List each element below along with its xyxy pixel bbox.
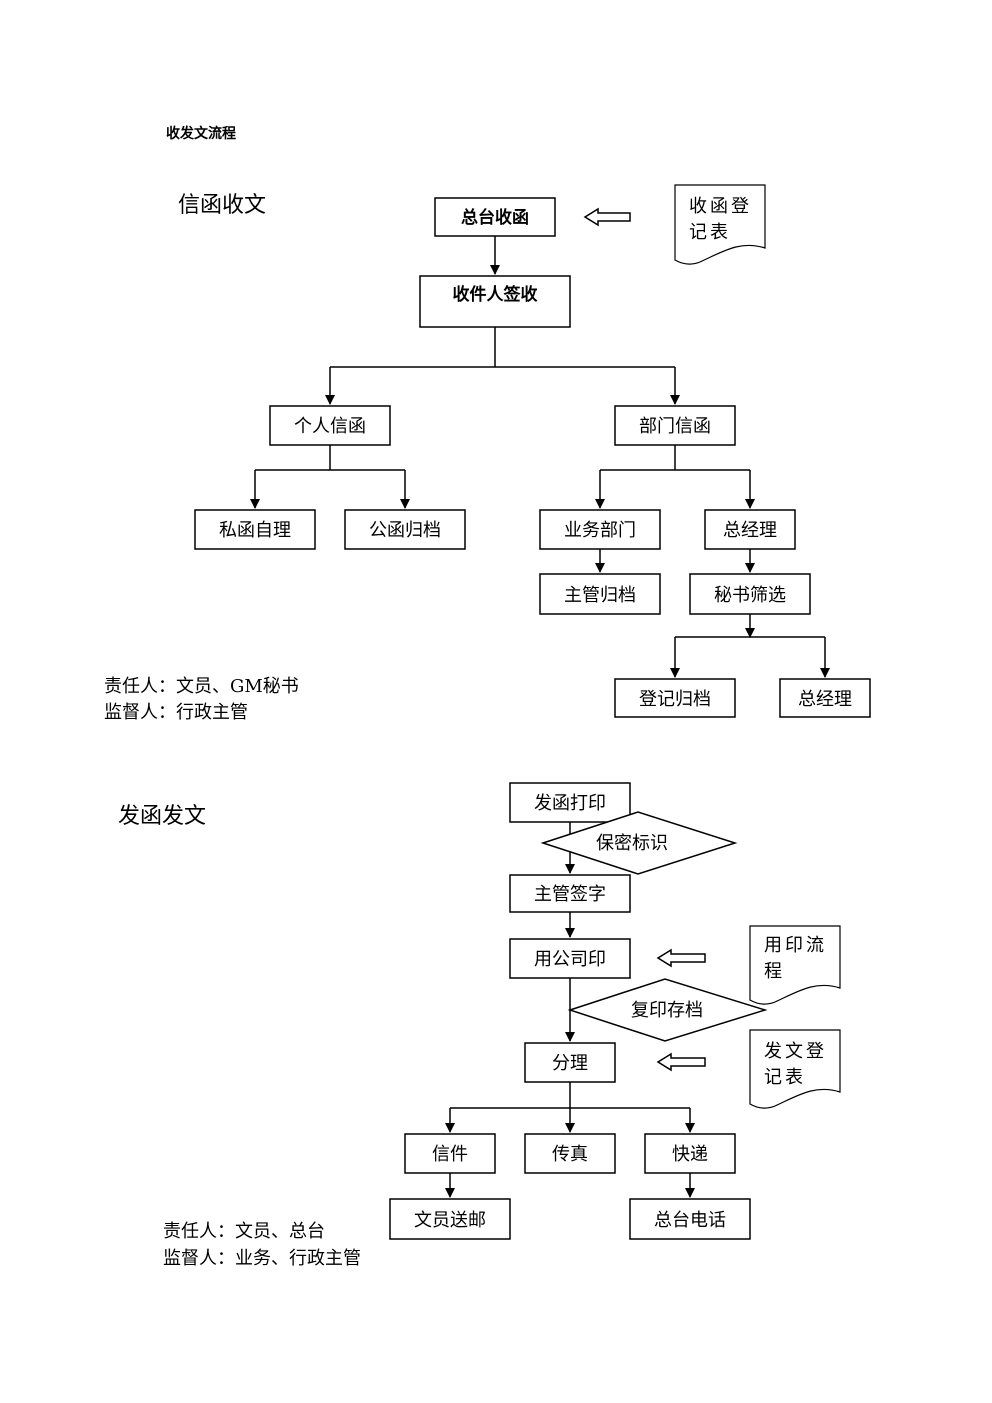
box-recipient-sign: 收件人签收 (419, 275, 571, 328)
svg-text:保密标识: 保密标识 (596, 833, 668, 854)
svg-text:登记归档: 登记归档 (639, 689, 711, 710)
hollow-arrow-icon (656, 948, 706, 968)
svg-text:快递: 快递 (672, 1144, 708, 1165)
section1-responsible: 责任人：文员、GM秘书 (104, 676, 299, 697)
diamond-confidential: 保密标识 (540, 811, 738, 875)
document-title: 收发文流程 (166, 125, 236, 142)
svg-text:主管签字: 主管签字 (534, 884, 606, 905)
box-personal-letter: 个人信函 (269, 405, 391, 446)
note-line-2: 记表 (689, 222, 731, 243)
box-front-desk-phone: 总台电话 (629, 1198, 751, 1240)
note-line-1: 发文登 (764, 1041, 827, 1062)
section1-connectors (250, 236, 830, 678)
svg-text:私函自理: 私函自理 (219, 520, 291, 541)
svg-text:总经理: 总经理 (723, 520, 777, 541)
receive-register-note: 收函登 记表 (674, 184, 766, 265)
section1-title: 信函收文 (178, 193, 266, 218)
box-register-archive: 登记归档 (614, 678, 736, 718)
svg-text:个人信函: 个人信函 (294, 416, 366, 437)
svg-text:发函打印: 发函打印 (534, 793, 606, 814)
note-line-1: 用印流 (764, 935, 827, 956)
send-register-note: 发文登 记表 (749, 1029, 841, 1109)
note-line-2: 记表 (764, 1067, 806, 1088)
svg-text:总台电话: 总台电话 (654, 1210, 726, 1231)
box-dept-letter: 部门信函 (614, 405, 736, 446)
svg-text:总台收函: 总台收函 (461, 207, 529, 228)
box-private-handle: 私函自理 (194, 509, 316, 550)
section2-connectors (445, 822, 695, 1198)
box-clerk-mail: 文员送邮 (389, 1198, 511, 1240)
note-line-2: 程 (764, 961, 785, 982)
box-public-archive: 公函归档 (344, 509, 466, 550)
svg-text:业务部门: 业务部门 (564, 520, 636, 541)
box-secretary-screen: 秘书筛选 (689, 573, 811, 615)
svg-text:总经理: 总经理 (798, 689, 852, 710)
box-print: 发函打印 (509, 782, 631, 823)
box-supervisor-archive: 主管归档 (539, 573, 661, 615)
section2-responsible: 责任人：文员、总台 (163, 1221, 325, 1242)
section2-title: 发函发文 (118, 804, 206, 829)
svg-text:文员送邮: 文员送邮 (414, 1210, 486, 1231)
box-front-desk-receive: 总台收函 (434, 197, 556, 237)
section1-supervisor: 监督人：行政主管 (104, 702, 248, 723)
box-general-manager-1: 总经理 (704, 509, 796, 550)
svg-text:传真: 传真 (552, 1144, 588, 1165)
svg-text:信件: 信件 (432, 1144, 468, 1165)
box-letter: 信件 (404, 1133, 496, 1174)
hollow-arrow-icon (583, 207, 631, 227)
seal-process-note: 用印流 程 (749, 925, 841, 1005)
box-general-manager-2: 总经理 (779, 678, 871, 718)
box-fax: 传真 (524, 1133, 616, 1174)
svg-text:复印存档: 复印存档 (631, 1000, 703, 1021)
box-company-seal: 用公司印 (509, 938, 631, 979)
svg-text:秘书筛选: 秘书筛选 (714, 585, 786, 606)
note-line-1: 收函登 (689, 196, 752, 217)
box-supervisor-sign: 主管签字 (509, 874, 631, 913)
box-business-dept: 业务部门 (539, 509, 661, 550)
svg-text:主管归档: 主管归档 (564, 585, 636, 606)
diamond-copy-archive: 复印存档 (567, 978, 768, 1042)
section2-supervisor: 监督人：业务、行政主管 (163, 1248, 361, 1269)
hollow-arrow-icon (656, 1052, 706, 1072)
svg-text:分理: 分理 (552, 1053, 588, 1074)
svg-text:部门信函: 部门信函 (639, 416, 711, 437)
svg-text:收件人签收: 收件人签收 (453, 284, 538, 305)
svg-text:用公司印: 用公司印 (534, 949, 606, 970)
box-sort: 分理 (524, 1042, 616, 1083)
svg-text:公函归档: 公函归档 (369, 520, 441, 541)
box-express: 快递 (644, 1133, 736, 1174)
